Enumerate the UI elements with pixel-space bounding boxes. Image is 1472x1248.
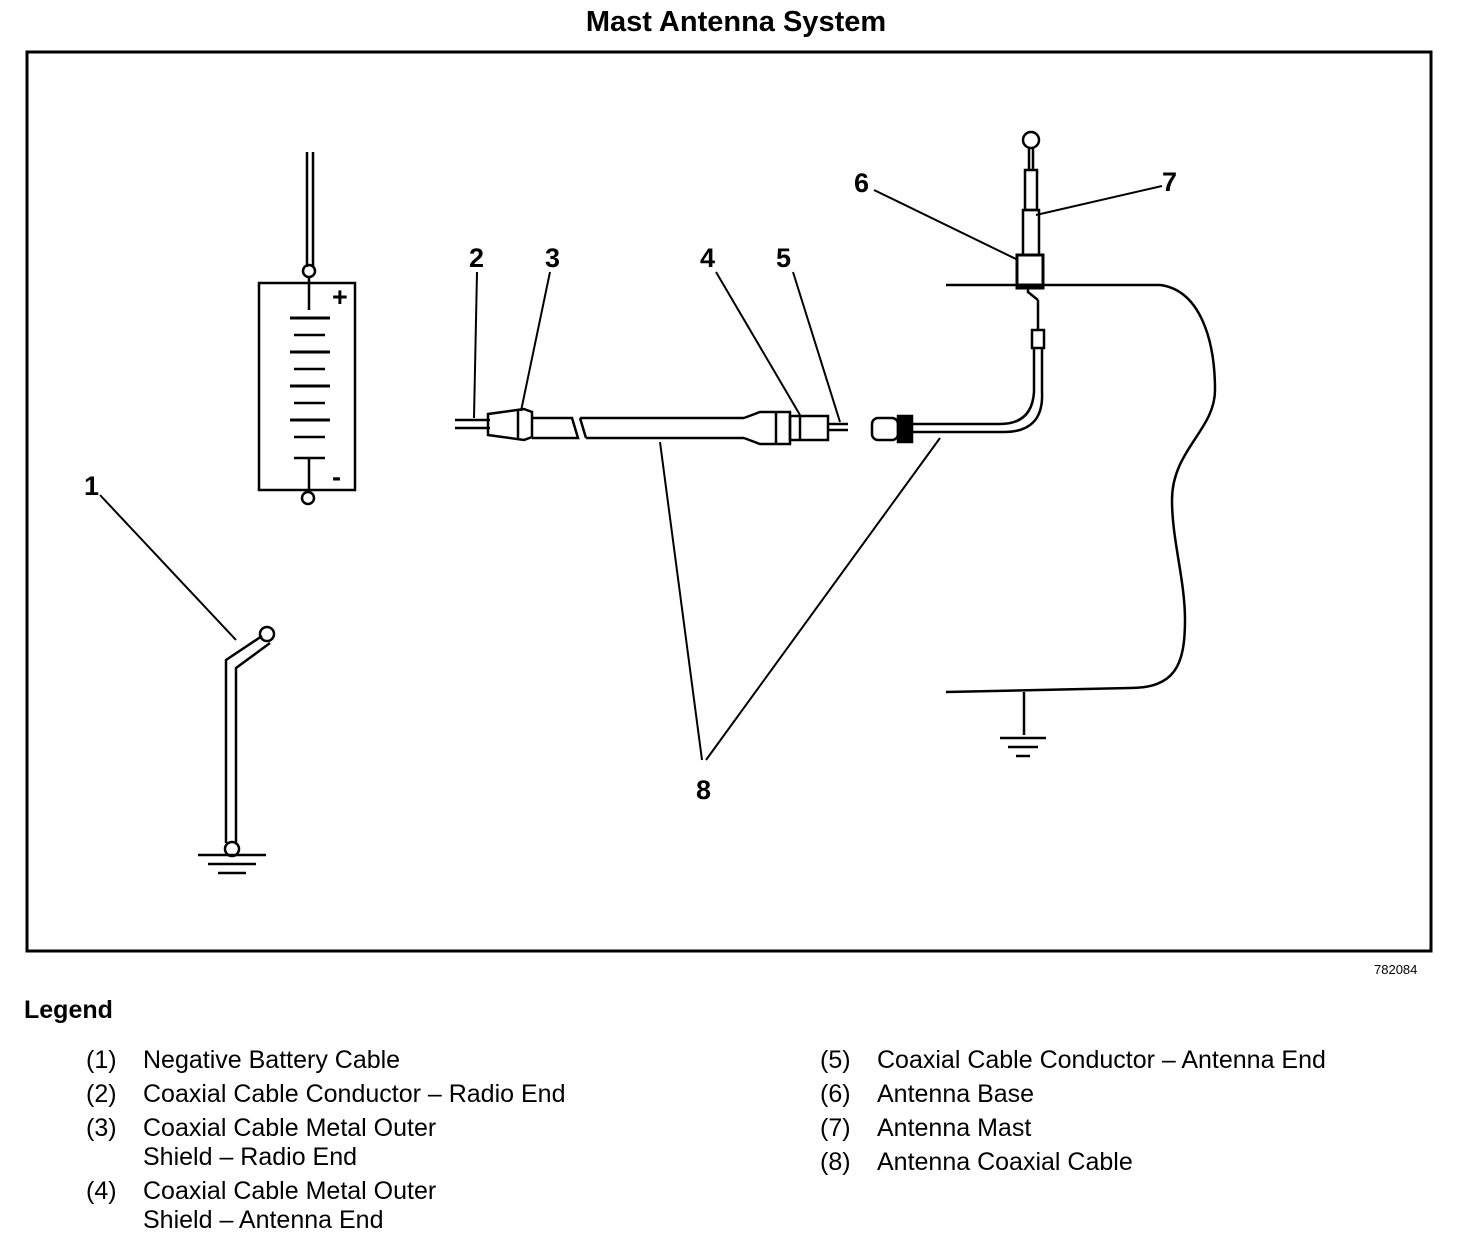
coax-cable-radio-end <box>455 407 580 442</box>
callout-1: 1 <box>84 471 99 501</box>
legend-text: Coaxial Cable Metal Outer Shield – Anten… <box>143 1177 437 1234</box>
legend-number: (8) <box>820 1148 851 1176</box>
legend-text: Antenna Base <box>877 1080 1035 1108</box>
legend-item: (3) Coaxial Cable Metal Outer Shield – R… <box>86 1114 663 1172</box>
vehicle-body <box>945 283 1217 758</box>
legend-title: Legend <box>24 996 113 1024</box>
antenna-mast <box>1015 130 1045 290</box>
battery-plus: + <box>332 282 348 312</box>
legend-item: (2) Coaxial Cable Conductor – Radio End <box>86 1080 663 1109</box>
legend-item: (8) Antenna Coaxial Cable <box>820 1148 1457 1177</box>
legend-column-right: (5) Coaxial Cable Conductor – Antenna En… <box>820 1046 1457 1182</box>
callout-8: 8 <box>696 775 711 805</box>
legend-number: (2) <box>86 1080 117 1108</box>
coax-cable-antenna-end <box>870 288 1046 444</box>
battery-minus: - <box>332 462 341 492</box>
leader-lines <box>99 185 1163 761</box>
callout-6: 6 <box>854 168 869 198</box>
coax-cable-middle <box>578 410 848 446</box>
legend-item: (5) Coaxial Cable Conductor – Antenna En… <box>820 1046 1457 1075</box>
legend-number: (1) <box>86 1046 117 1074</box>
diagram-frame <box>25 50 1433 953</box>
legend-item: (7) Antenna Mast <box>820 1114 1457 1143</box>
negative-battery-cable <box>198 625 276 875</box>
callout-7: 7 <box>1162 167 1177 197</box>
legend-text: Negative Battery Cable <box>143 1046 401 1074</box>
legend-number: (5) <box>820 1046 851 1074</box>
legend-text: Antenna Coaxial Cable <box>877 1148 1133 1176</box>
callout-2: 2 <box>469 243 484 273</box>
legend-number: (7) <box>820 1114 851 1142</box>
legend-number: (4) <box>86 1177 117 1205</box>
legend-text: Coaxial Cable Conductor – Radio End <box>143 1080 566 1108</box>
diagram-title: Mast Antenna System <box>585 6 887 38</box>
legend-item: (4) Coaxial Cable Metal Outer Shield – A… <box>86 1177 663 1235</box>
figure-id: 782084 <box>1374 962 1418 977</box>
callout-4: 4 <box>700 243 715 273</box>
legend-number: (3) <box>86 1114 117 1142</box>
legend-column-left: (1) Negative Battery Cable (2) Coaxial C… <box>86 1046 663 1240</box>
callout-5: 5 <box>776 243 791 273</box>
legend-text: Coaxial Cable Conductor – Antenna End <box>877 1046 1326 1074</box>
legend-text: Coaxial Cable Metal Outer Shield – Radio… <box>143 1114 437 1171</box>
callout-3: 3 <box>545 243 560 273</box>
legend-text: Antenna Mast <box>877 1114 1032 1142</box>
battery-symbol: + - <box>257 152 357 506</box>
legend-item: (6) Antenna Base <box>820 1080 1457 1109</box>
antenna-diagram: + - <box>25 50 1433 953</box>
legend-item: (1) Negative Battery Cable <box>86 1046 663 1075</box>
legend-number: (6) <box>820 1080 851 1108</box>
